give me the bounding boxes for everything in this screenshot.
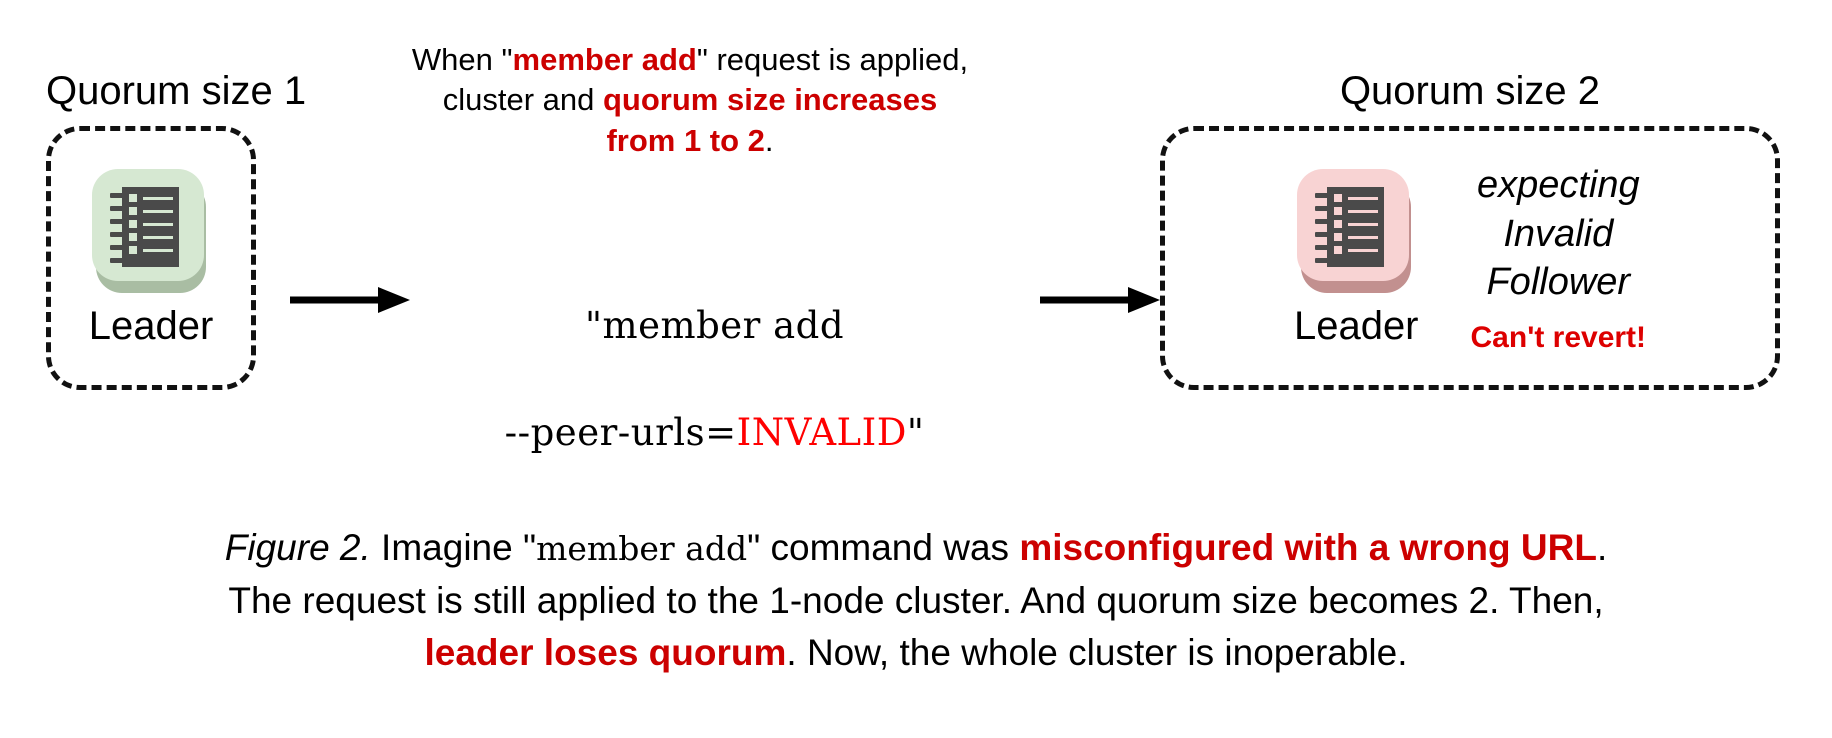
command-line2-post: " [906,410,925,454]
command-line2-pre: --peer-urls= [504,410,737,454]
figure-caption-emphasis-misconfigured: misconfigured with a wrong URL [1019,527,1597,568]
arrow-right-icon [290,285,410,315]
top-annotation: When "member add" request is applied, cl… [330,40,1050,161]
right-node-status: expecting Invalid Follower Can't revert! [1471,161,1647,355]
server-rack-glyph [1315,187,1385,267]
figure-caption-emphasis-leader-loses-quorum: leader loses quorum [424,632,787,674]
server-icon [92,169,210,297]
figure-caption-seg2: " command was [747,527,1020,568]
server-rack-glyph [110,187,179,267]
server-icon [1297,169,1415,297]
right-node-role-label: Leader [1293,304,1419,348]
figure-caption: Figure 2. Imagine "member add" command w… [156,522,1676,680]
left-cluster-quorum-caption: Quorum size 1 [46,69,307,113]
top-annotation-line2-pre: cluster and [442,82,603,118]
left-node-member: Leader [88,169,214,348]
status-line-follower: Follower [1486,261,1631,304]
figure-diagram: Quorum size 1 [46,40,1780,454]
top-annotation-line3-post: . [764,122,774,158]
server-icon-face [92,169,204,281]
status-warning-badge: Can't revert! [1470,320,1647,354]
top-annotation-line2-emphasis: quorum size increases [603,82,938,118]
arrow-right-icon-2 [1040,285,1160,315]
server-icon-face [1297,169,1410,281]
figure-caption-seg4: . Now, the whole cluster is inoperable. [786,632,1408,674]
command-text: "member add --peer-urls=INVALID" [400,245,980,513]
right-cluster-group: Quorum size 2 [1160,70,1780,390]
status-line-expecting: expecting [1476,164,1640,207]
right-cluster-box: Leader expecting Invalid Follower Can't … [1160,126,1780,390]
figure-caption-label: Figure 2. [224,527,371,568]
top-annotation-line1-pre: When " [411,42,513,77]
status-line-invalid: Invalid [1503,212,1614,255]
figure-caption-seg1: Imagine " [370,527,537,568]
figure-caption-command-token: member add [536,529,748,568]
left-cluster-group: Quorum size 1 [46,70,306,390]
command-line1: "member add [585,303,845,347]
right-cluster-quorum-caption: Quorum size 2 [1339,69,1601,113]
top-annotation-line1-emphasis: member add [512,42,697,77]
top-annotation-line3-emphasis: from 1 to 2 [606,122,765,158]
figure-caption-seg3: . [1596,527,1608,568]
left-node-role-label: Leader [88,304,214,348]
figure-caption-line2: The request is still applied to the 1-no… [228,579,1604,621]
left-cluster-box: Leader [46,126,256,390]
top-annotation-line1-post: " request is applied, [696,42,969,77]
right-node-member: Leader [1294,169,1419,347]
command-invalid-token: INVALID [736,410,907,454]
